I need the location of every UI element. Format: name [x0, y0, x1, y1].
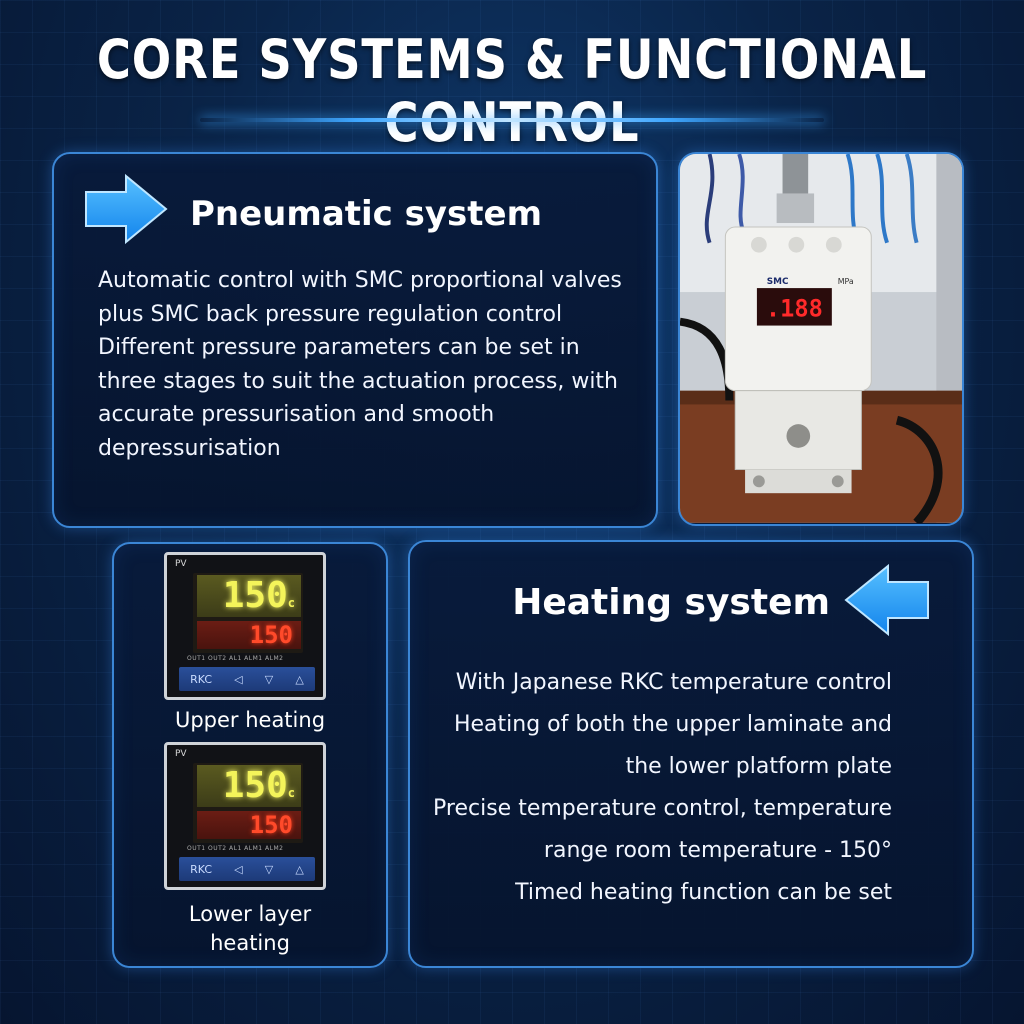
svg-text:.188: .188	[766, 295, 823, 323]
pneumatic-line: Different pressure parameters can be set…	[98, 335, 618, 461]
controller-display: 150c SV 150	[193, 763, 303, 843]
brand-label: RKC	[190, 862, 213, 876]
brand-label: RKC	[190, 672, 213, 686]
sv-value: 150	[197, 811, 301, 839]
status-indicators: OUT1 OUT2 AL1 ALM1 ALM2	[187, 655, 284, 662]
heating-line: With Japanese RKC temperature control	[455, 670, 892, 695]
svg-text:SMC: SMC	[767, 277, 789, 287]
up-arrow-icon: △	[295, 672, 304, 686]
upper-heating-caption: Upper heating	[174, 708, 326, 732]
up-arrow-icon: △	[295, 862, 304, 876]
arrow-left-icon	[844, 563, 929, 637]
lower-heating-caption: Lower layer heating	[188, 902, 312, 955]
lower-temperature-controller: PV 150c SV 150 OUT1 OUT2 AL1 ALM1 ALM2 R…	[164, 742, 326, 890]
upper-temperature-controller: PV 150c SV 150 OUT1 OUT2 AL1 ALM1 ALM2 R…	[164, 552, 326, 700]
sv-value: 150	[197, 621, 301, 649]
down-arrow-icon: ▽	[264, 862, 274, 876]
svg-text:MPa: MPa	[838, 277, 854, 286]
status-indicators: OUT1 OUT2 AL1 ALM1 ALM2	[187, 845, 284, 852]
controller-display: 150c SV 150	[193, 573, 303, 653]
pv-value: 150c	[197, 575, 301, 617]
controller-buttons: RKC ◁ ▽ △	[179, 857, 315, 881]
pv-value: 150c	[197, 765, 301, 807]
valve-image: .188 SMC MPa	[680, 154, 962, 523]
pv-label: PV	[175, 559, 187, 569]
pneumatic-heading: Pneumatic system	[190, 194, 543, 234]
heating-line: Precise temperature control, temperature…	[433, 796, 892, 863]
heating-line: Heating of both the upper laminate and t…	[453, 712, 892, 779]
heating-line: Timed heating function can be set	[515, 880, 892, 905]
pv-label: PV	[175, 749, 187, 759]
left-arrow-icon: ◁	[234, 862, 243, 876]
controller-buttons: RKC ◁ ▽ △	[179, 667, 315, 691]
pneumatic-description: Automatic control with SMC proportional …	[98, 264, 638, 465]
heating-description: With Japanese RKC temperature control He…	[430, 662, 892, 914]
page-title: CORE SYSTEMS & FUNCTIONAL CONTROL	[96, 28, 928, 154]
pneumatic-valve-photo: .188 SMC MPa	[678, 152, 964, 526]
down-arrow-icon: ▽	[264, 672, 274, 686]
title-underline	[200, 118, 824, 122]
pneumatic-line: Automatic control with SMC proportional …	[98, 268, 622, 293]
heating-heading: Heating system	[512, 582, 830, 623]
left-arrow-icon: ◁	[234, 672, 243, 686]
arrow-right-icon	[85, 173, 168, 245]
pneumatic-line: plus SMC back pressure regulation contro…	[98, 301, 563, 327]
